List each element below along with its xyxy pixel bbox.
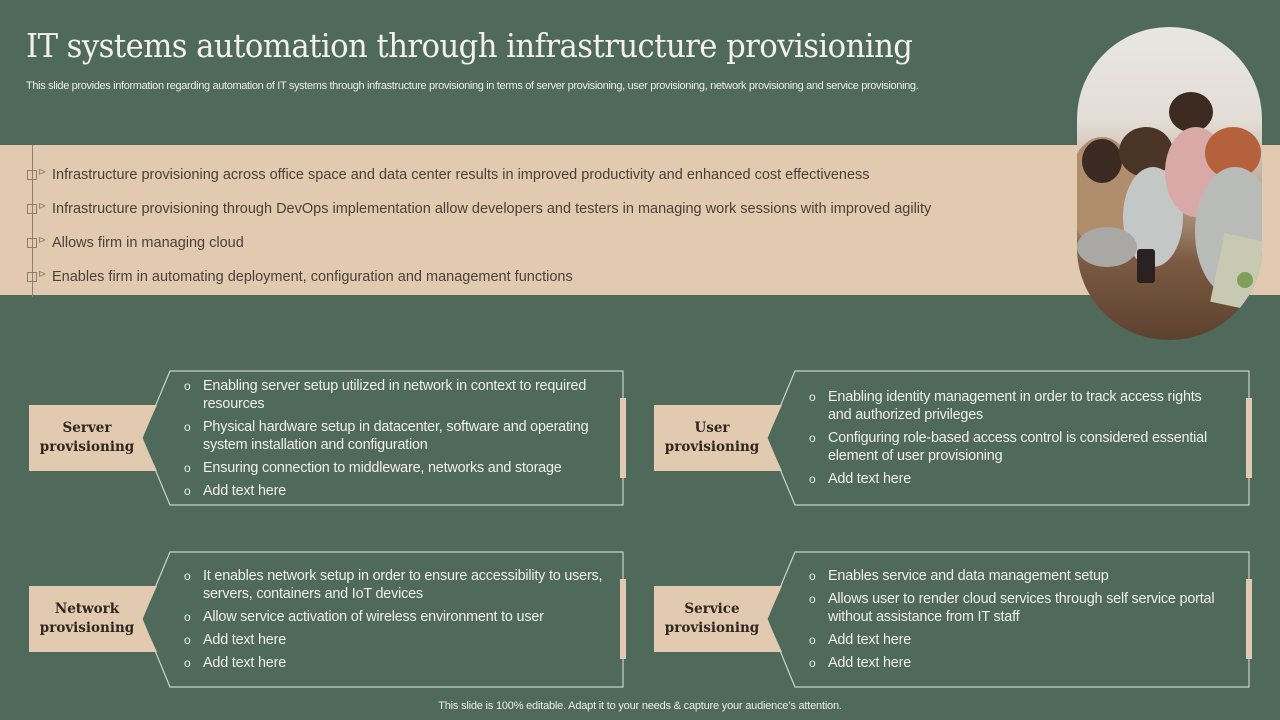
bullet-item: Configuring role-based access control is… — [808, 429, 1228, 465]
band-vertical-line — [32, 145, 33, 297]
highlight-item: ⊳ Infrastructure provisioning through De… — [26, 192, 931, 226]
accent-bar — [620, 398, 626, 478]
highlight-text: Infrastructure provisioning through DevO… — [52, 201, 932, 217]
highlight-item: ⊳ Infrastructure provisioning across off… — [26, 158, 931, 192]
bullet-item: Add text here — [183, 654, 603, 672]
checkbox-arrow-icon: ⊳ — [26, 201, 50, 216]
slide-footer: This slide is 100% editable. Adapt it to… — [438, 700, 842, 712]
card-bullets: It enables network setup in order to ens… — [183, 567, 603, 677]
bullet-item: Allow service activation of wireless env… — [183, 608, 603, 626]
checkbox-arrow-icon: ⊳ — [26, 235, 50, 250]
slide-title: IT systems automation through infrastruc… — [26, 26, 913, 65]
bullet-item: Physical hardware setup in datacenter, s… — [183, 418, 603, 454]
bullet-item: Add text here — [808, 470, 1228, 488]
team-photo — [1077, 27, 1262, 340]
highlight-item: ⊳ Allows firm in managing cloud — [26, 226, 931, 260]
highlight-text: Allows firm in managing cloud — [52, 235, 244, 251]
card-outline — [654, 370, 1250, 506]
card-bullets: Enabling server setup utilized in networ… — [183, 377, 603, 505]
accent-bar — [1246, 579, 1252, 659]
highlight-item: ⊳ Enables firm in automating deployment,… — [26, 260, 931, 294]
highlights-band — [0, 145, 1280, 295]
bullet-item: Add text here — [183, 631, 603, 649]
accent-bar — [1246, 398, 1252, 478]
highlight-text: Infrastructure provisioning across offic… — [52, 167, 870, 183]
checkbox-arrow-icon: ⊳ — [26, 269, 50, 284]
bullet-item: Ensuring connection to middleware, netwo… — [183, 459, 603, 477]
card-outline — [29, 551, 624, 688]
accent-bar — [620, 579, 626, 659]
bullet-item: Enables service and data management setu… — [808, 567, 1228, 585]
bullet-item: Add text here — [808, 631, 1228, 649]
bullet-item: Enabling server setup utilized in networ… — [183, 377, 603, 413]
bullet-item: It enables network setup in order to ens… — [183, 567, 603, 603]
bullet-item: Allows user to render cloud services thr… — [808, 590, 1228, 626]
highlight-text: Enables firm in automating deployment, c… — [52, 269, 573, 285]
card-outline — [654, 551, 1250, 688]
bullet-item: Enabling identity management in order to… — [808, 388, 1228, 424]
bullet-item: Add text here — [183, 482, 603, 500]
bullet-item: Add text here — [808, 654, 1228, 672]
card-outline — [29, 370, 624, 506]
card-bullets: Enables service and data management setu… — [808, 567, 1228, 677]
card-bullets: Enabling identity management in order to… — [808, 388, 1228, 493]
checkbox-arrow-icon: ⊳ — [26, 167, 50, 182]
slide-subtitle: This slide provides information regardin… — [26, 80, 919, 92]
highlights-list: ⊳ Infrastructure provisioning across off… — [26, 158, 931, 294]
